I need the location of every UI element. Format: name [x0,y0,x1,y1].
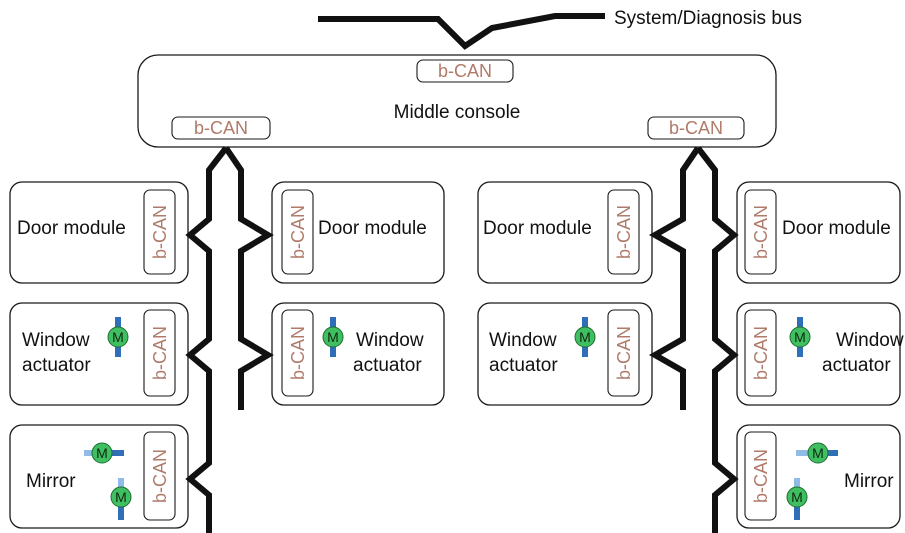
mirror-left-label: Mirror [26,471,76,492]
window-actuator-right-outer-bcan: b-CAN [751,326,771,380]
svg-text:M: M [115,489,127,505]
mirror-right-bcan: b-CAN [751,449,771,503]
window-actuator-right-inner-line2: actuator [489,355,558,376]
door-module-right-inner-bcan: b-CAN [614,205,634,259]
svg-text:M: M [96,445,108,461]
svg-text:M: M [812,445,824,461]
window-actuator-left-inner-line2: actuator [353,355,422,376]
window-actuator-left-outer-line2: actuator [22,355,91,376]
motor-icon: M [322,317,344,357]
window-actuator-left-outer: b-CAN Window actuator M [9,302,189,406]
motor-icon: M [84,442,124,464]
door-module-left-inner-label: Door module [318,218,427,239]
door-module-left-outer-label: Door module [17,218,126,239]
window-actuator-right-outer-line2: actuator [822,355,891,376]
door-module-right-inner-label: Door module [483,218,592,239]
bcan-bus-left-main [185,146,229,533]
middle-console-bcan-top-label: b-CAN [438,61,492,81]
svg-text:M: M [579,329,591,345]
door-module-left-inner-bcan: b-CAN [288,205,308,259]
svg-text:M: M [327,329,339,345]
motor-icon: M [574,317,596,357]
window-actuator-left-inner-bcan: b-CAN [288,326,308,380]
door-module-right-outer: b-CAN Door module [736,181,901,284]
door-module-right-inner: b-CAN Door module [477,181,653,284]
middle-console-label: Middle console [394,102,521,123]
motor-icon: M [796,442,838,464]
middle-console-bcan-right-label: b-CAN [669,118,723,138]
window-actuator-right-inner-line1: Window [489,330,557,351]
middle-console-bcan-right [647,116,745,140]
middle-console: Middle console b-CAN b-CAN b-CAN [137,54,777,148]
bcan-bus-right-branch [648,146,701,410]
door-module-left-outer-bcan: b-CAN [150,205,170,259]
middle-console-bcan-left-label: b-CAN [194,118,248,138]
window-actuator-right-outer-line1: Window [836,330,904,351]
svg-text:M: M [791,489,803,505]
svg-text:M: M [112,329,124,345]
window-actuator-left-outer-line1: Window [22,330,90,351]
system-bus-label: System/Diagnosis bus [614,8,802,29]
window-actuator-right-inner-bcan: b-CAN [614,326,634,380]
motor-icon: M [789,317,811,357]
mirror-left-bcan: b-CAN [150,449,170,503]
mirror-right: b-CAN Mirror M M [736,424,901,529]
motor-icon: M [786,478,808,520]
door-module-left-inner: b-CAN Door module [271,181,445,284]
motor-icon: M [107,317,129,357]
middle-console-bcan-left [171,116,271,140]
middle-console-bcan-top [416,59,514,83]
middle-console-box [137,54,777,148]
svg-text:M: M [794,329,806,345]
window-actuator-left-inner-line1: Window [356,330,424,351]
door-module-right-outer-bcan: b-CAN [751,205,771,259]
system-diagnosis-bus-line [318,13,605,50]
motor-icon: M [110,478,132,520]
bcan-bus-left-branch [223,146,274,410]
mirror-right-label: Mirror [844,471,894,492]
bcan-bus-right-main [695,146,739,533]
window-actuator-left-inner: b-CAN Window actuator M [271,302,445,406]
door-module-left-outer: b-CAN Door module [9,181,189,284]
window-actuator-right-inner: b-CAN Window actuator M [477,302,653,406]
window-actuator-right-outer: b-CAN Window actuator M [736,302,904,406]
door-module-right-outer-label: Door module [782,218,891,239]
mirror-left: b-CAN Mirror M M [9,424,189,529]
window-actuator-left-outer-bcan: b-CAN [150,326,170,380]
